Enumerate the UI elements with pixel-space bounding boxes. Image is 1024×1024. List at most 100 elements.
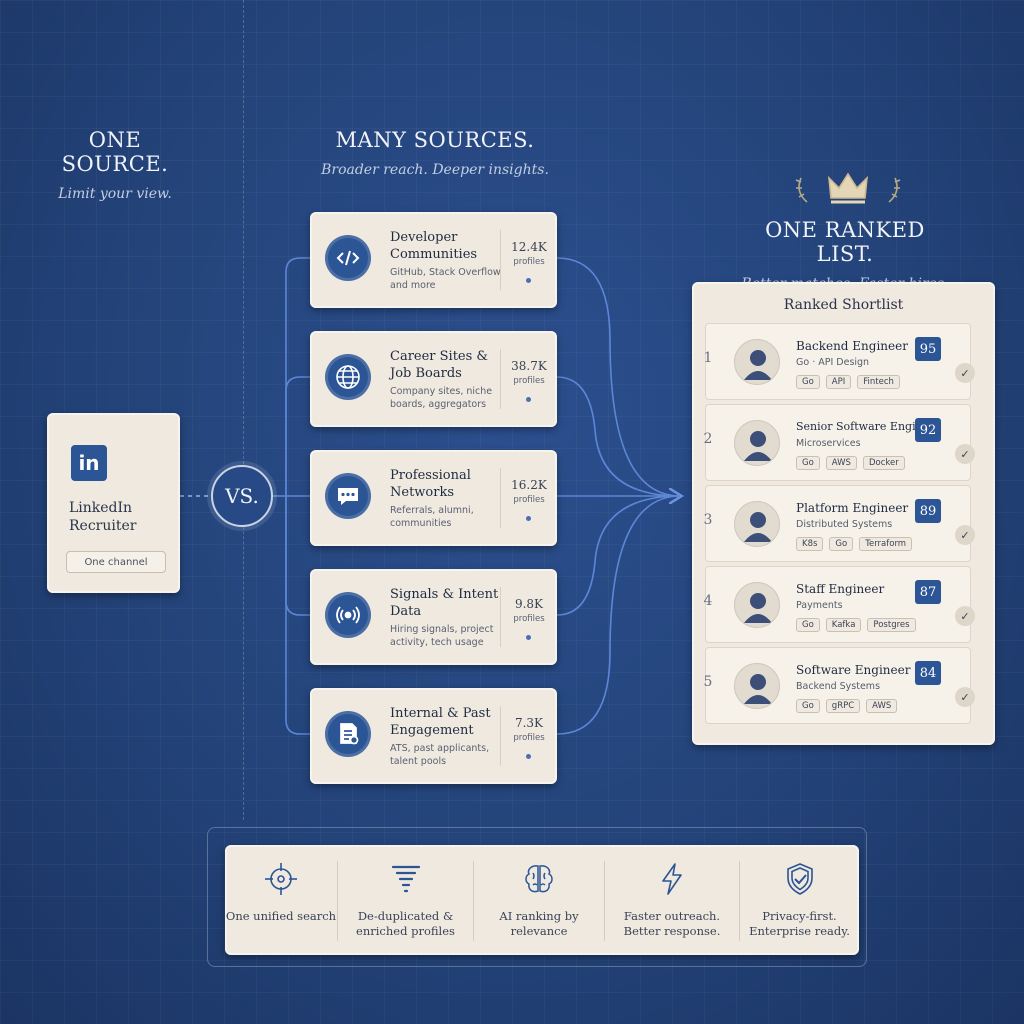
source-separator xyxy=(500,706,501,766)
brain-icon xyxy=(519,859,559,899)
ranked-shortlist-title: Ranked Shortlist xyxy=(783,297,904,313)
source-title: Professional Networks xyxy=(390,468,471,500)
crown-icon xyxy=(795,172,901,204)
one-channel-pill: One channel xyxy=(66,551,166,573)
check-icon[interactable]: ✓ xyxy=(955,444,975,464)
skill-tags: Go API Fintech xyxy=(796,375,900,389)
source-card-career-sites[interactable]: Career Sites & Job Boards Company sites,… xyxy=(310,331,557,427)
source-card-developer-communities[interactable]: Developer Communities GitHub, Stack Over… xyxy=(310,212,557,308)
skill-tag: AWS xyxy=(866,699,898,713)
check-icon[interactable]: ✓ xyxy=(955,687,975,707)
avatar-icon xyxy=(734,420,780,466)
middle-heading-title: MANY SOURCES. xyxy=(335,128,535,152)
source-count: 9.8K xyxy=(514,597,544,611)
feature-ai-ranking: AI ranking by relevance xyxy=(474,845,604,955)
shortlist-row[interactable]: 3 Platform Engineer Distributed Systems … xyxy=(704,485,975,562)
source-separator xyxy=(500,587,501,647)
features-frame xyxy=(207,827,867,967)
source-title: Signals & Intent Data xyxy=(390,587,499,619)
candidate-specialty: Payments xyxy=(796,600,843,611)
skill-tag: Fintech xyxy=(857,375,900,389)
candidate-role: Backend Engineer xyxy=(796,339,908,353)
skill-tags: K8s Go Terraform xyxy=(796,537,913,551)
source-dot xyxy=(526,754,531,759)
rank-number: 2 xyxy=(703,431,713,447)
source-dot xyxy=(526,397,531,402)
rank-number: 3 xyxy=(703,512,713,528)
feature-label: Privacy-first. Enterprise ready. xyxy=(749,909,850,938)
check-icon[interactable]: ✓ xyxy=(955,363,975,383)
skill-tag: Kafka xyxy=(825,618,862,632)
source-title: Internal & Past Engagement xyxy=(390,706,491,738)
shortlist-row[interactable]: 4 Staff Engineer Payments Go Kafka Postg… xyxy=(704,566,975,643)
target-icon xyxy=(261,859,301,899)
chat-icon xyxy=(325,473,371,519)
signal-icon xyxy=(325,592,371,638)
middle-heading-subtitle: Broader reach. Deeper insights. xyxy=(321,162,549,178)
candidate-role: Platform Engineer xyxy=(796,501,909,515)
shortlist-row[interactable]: 5 Software Engineer Backend Systems Go g… xyxy=(704,647,975,724)
shortlist-row[interactable]: 2 Senior Software Engineer Microservices… xyxy=(704,404,975,481)
source-desc: Company sites, niche boards, aggregators xyxy=(390,386,493,410)
candidate-role: Software Engineer xyxy=(796,663,911,677)
lightning-icon xyxy=(652,859,692,899)
source-title: Developer Communities xyxy=(390,230,478,262)
source-desc: Hiring signals, project activity, tech u… xyxy=(390,624,494,648)
feature-unified-search: One unified search xyxy=(225,845,337,955)
match-score: 92 xyxy=(915,418,941,442)
feature-separator xyxy=(473,861,474,941)
source-desc: GitHub, Stack Overflow and more xyxy=(390,267,501,291)
linkedin-card[interactable]: in LinkedIn Recruiter One channel xyxy=(47,413,180,593)
source-unit: profiles xyxy=(513,376,545,386)
vs-badge: VS. xyxy=(211,465,273,527)
candidate-specialty: Distributed Systems xyxy=(796,519,893,530)
left-heading-subtitle: Limit your view. xyxy=(58,186,172,202)
document-icon xyxy=(325,711,371,757)
skill-tag: Go xyxy=(796,456,820,470)
match-score: 95 xyxy=(915,337,941,361)
skill-tag: Go xyxy=(796,618,820,632)
rank-number: 4 xyxy=(703,593,713,609)
middle-heading: MANY SOURCES. Broader reach. Deeper insi… xyxy=(310,128,560,178)
features-bar: One unified search De-duplicated & enric… xyxy=(225,845,859,955)
shield-check-icon xyxy=(780,859,820,899)
feature-separator xyxy=(337,861,338,941)
avatar-icon xyxy=(734,501,780,547)
linkedin-logo-icon: in xyxy=(71,445,107,481)
source-separator xyxy=(500,230,501,290)
skill-tag: Terraform xyxy=(859,537,913,551)
skill-tags: Go gRPC AWS xyxy=(796,699,898,713)
avatar-icon xyxy=(734,663,780,709)
globe-icon xyxy=(325,354,371,400)
check-icon[interactable]: ✓ xyxy=(955,606,975,626)
skill-tag: K8s xyxy=(796,537,824,551)
source-dot xyxy=(526,516,531,521)
source-desc: Referrals, alumni, communities xyxy=(390,505,474,529)
skill-tag: Go xyxy=(796,375,820,389)
match-score: 84 xyxy=(915,661,941,685)
feature-privacy-first: Privacy-first. Enterprise ready. xyxy=(740,845,859,955)
feature-faster-outreach: Faster outreach. Better response. xyxy=(605,845,739,955)
avatar-icon xyxy=(734,582,780,628)
source-card-professional-networks[interactable]: Professional Networks Referrals, alumni,… xyxy=(310,450,557,546)
shortlist-row[interactable]: 1 Backend Engineer Go · API Design Go AP… xyxy=(704,323,975,400)
candidate-specialty: Go · API Design xyxy=(796,357,870,368)
feature-deduplicated: De-duplicated & enriched profiles xyxy=(338,845,473,955)
source-count: 12.4K xyxy=(511,240,547,254)
match-score: 87 xyxy=(915,580,941,604)
source-count: 7.3K xyxy=(514,716,544,730)
source-title: Career Sites & Job Boards xyxy=(390,349,489,381)
check-icon[interactable]: ✓ xyxy=(955,525,975,545)
rank-number: 5 xyxy=(703,674,713,690)
candidate-specialty: Backend Systems xyxy=(796,681,881,692)
feature-label: De-duplicated & enriched profiles xyxy=(356,909,455,938)
candidate-specialty: Microservices xyxy=(796,438,861,449)
skill-tag: API xyxy=(825,375,852,389)
right-heading-title: ONE RANKED LIST. xyxy=(765,218,925,266)
source-card-internal-engagement[interactable]: Internal & Past Engagement ATS, past app… xyxy=(310,688,557,784)
skill-tag: Postgres xyxy=(867,618,916,632)
source-dot xyxy=(526,278,531,283)
source-separator xyxy=(500,349,501,409)
source-card-signals-intent[interactable]: Signals & Intent Data Hiring signals, pr… xyxy=(310,569,557,665)
